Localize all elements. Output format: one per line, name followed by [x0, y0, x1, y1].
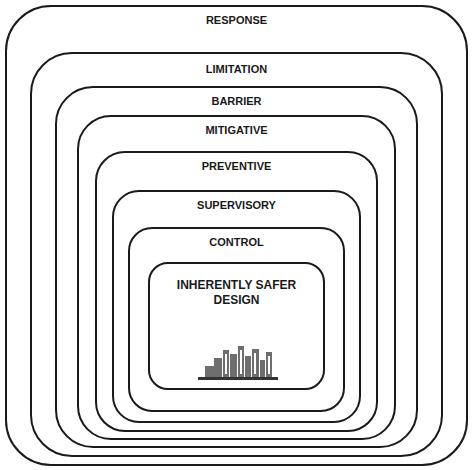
layer-label: MITIGATIVE — [79, 123, 394, 138]
layer-band: LIMITATION BARRIER MITIGATIVE PREVENTIVE SUP… — [30, 52, 443, 457]
layer-label: PREVENTIVE — [97, 159, 376, 174]
ground — [198, 377, 278, 380]
layer-label: INHERENTLY SAFER DESIGN — [172, 278, 302, 308]
core-box: INHERENTLY SAFER DESIGN — [148, 262, 325, 390]
layer-label: CONTROL — [130, 235, 343, 250]
buildings — [205, 346, 272, 378]
layer-label: RESPONSE — [7, 13, 466, 28]
layer-label: SUPERVISORY — [114, 198, 359, 213]
layer-band: BARRIER MITIGATIVE PREVENTIVE SUPERVISORY CO… — [55, 86, 418, 448]
layer-band: CONTROL INHERENTLY SAFER DESIGN — [128, 227, 345, 412]
windows — [225, 350, 270, 374]
layer-band: PREVENTIVE SUPERVISORY CONTROL INHERENTLY S… — [95, 151, 378, 432]
layer-band: SUPERVISORY CONTROL INHERENTLY SAFER DESIG… — [112, 190, 361, 423]
layer-label: BARRIER — [57, 94, 416, 109]
layer-label: LIMITATION — [32, 62, 441, 77]
layer-band: MITIGATIVE PREVENTIVE SUPERVISORY CONTROL IN… — [77, 115, 396, 440]
layer-band: RESPONSE LIMITATION BARRIER MITIGATIVE PREVE… — [5, 5, 468, 466]
